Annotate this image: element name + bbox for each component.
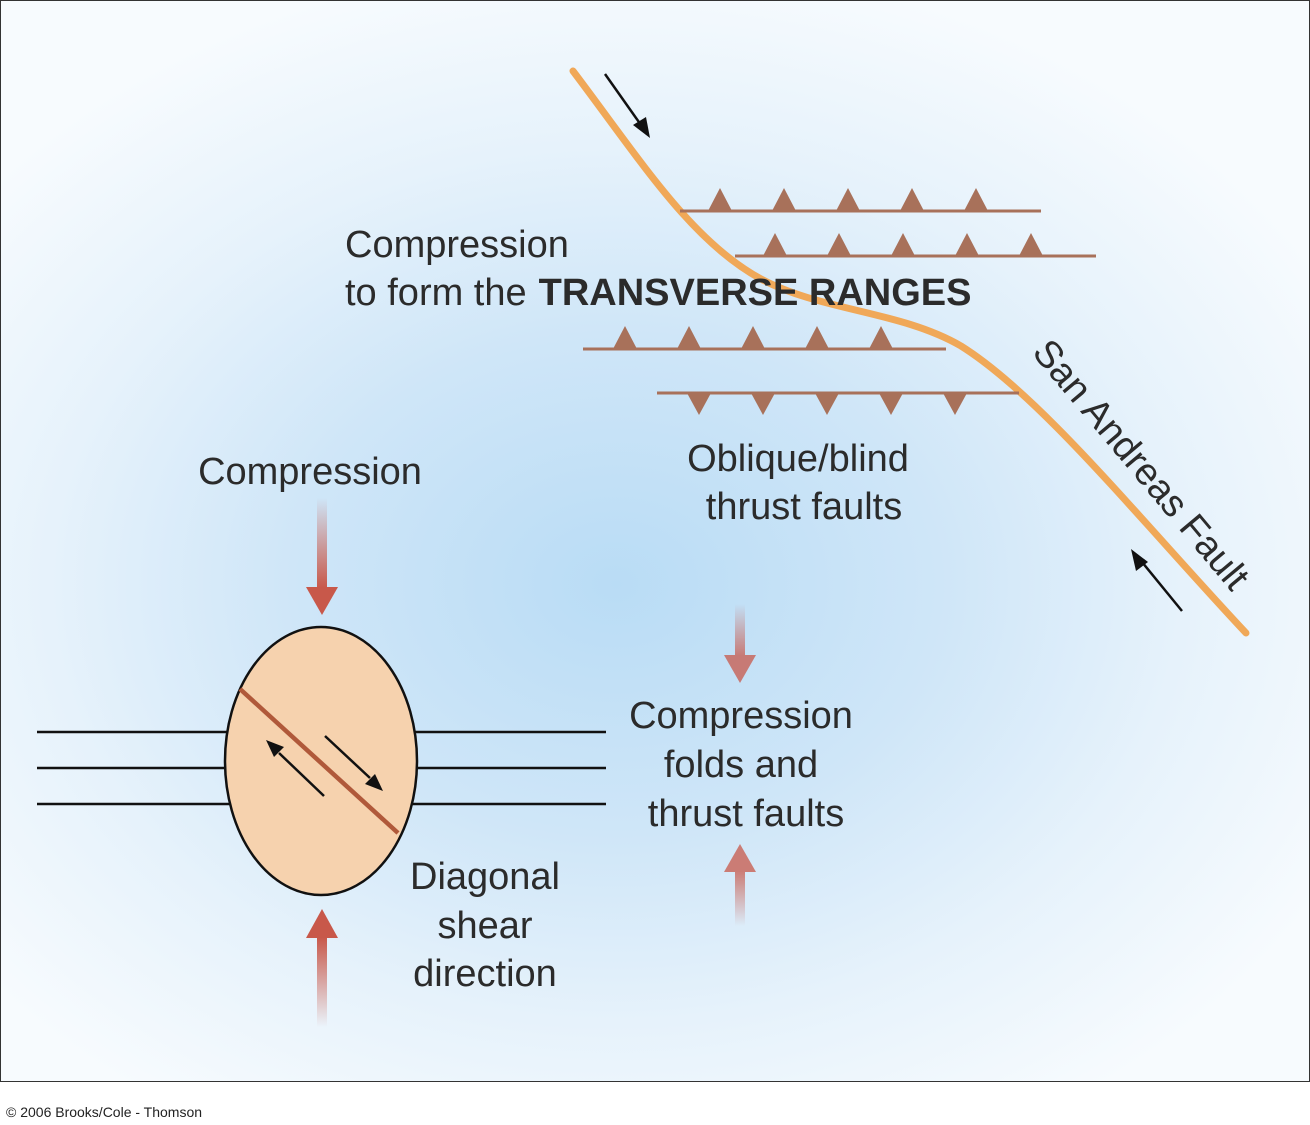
san-andreas-fault-line: [569, 67, 1250, 637]
folds-arrow-up: [724, 844, 756, 926]
compression-label: Compression: [198, 451, 422, 493]
compression-arrow-up: [306, 909, 338, 1027]
shear-label-line3: direction: [413, 953, 557, 995]
fault-motion-arrow-top: [603, 73, 650, 138]
compression-arrow-down: [306, 498, 338, 615]
thrust-fault-2: [735, 233, 1096, 258]
folds-label-line3: thrust faults: [648, 793, 844, 835]
thrust-fault-4: [657, 391, 1019, 415]
folds-label-line2: folds and: [664, 744, 818, 786]
copyright-credit: © 2006 Brooks/Cole - Thomson: [6, 1104, 203, 1120]
folds-arrow-down: [724, 604, 756, 683]
oblique-label-line1: Oblique/blind: [687, 438, 909, 480]
diagram-figure: Compression to form the TRANSVERSE RANGES…: [0, 0, 1310, 1082]
folds-label-line1: Compression: [629, 695, 853, 737]
transverse-label-line1: Compression: [345, 224, 569, 266]
shear-arrow-right: [324, 735, 383, 791]
transverse-label-line2: to form the TRANSVERSE RANGES: [345, 272, 971, 314]
transverse-ranges-title: TRANSVERSE RANGES: [539, 272, 972, 314]
thrust-fault-1: [680, 188, 1041, 213]
fault-motion-arrow-bottom: [1131, 549, 1183, 612]
shear-label-line1: Diagonal: [410, 856, 560, 898]
shear-arrow-left: [266, 740, 325, 797]
shear-line: [238, 687, 400, 835]
shear-label-line2: shear: [437, 905, 532, 947]
oblique-label-line2: thrust faults: [706, 486, 902, 528]
thrust-fault-3: [583, 326, 946, 351]
transverse-label-prefix: to form the: [345, 272, 527, 314]
